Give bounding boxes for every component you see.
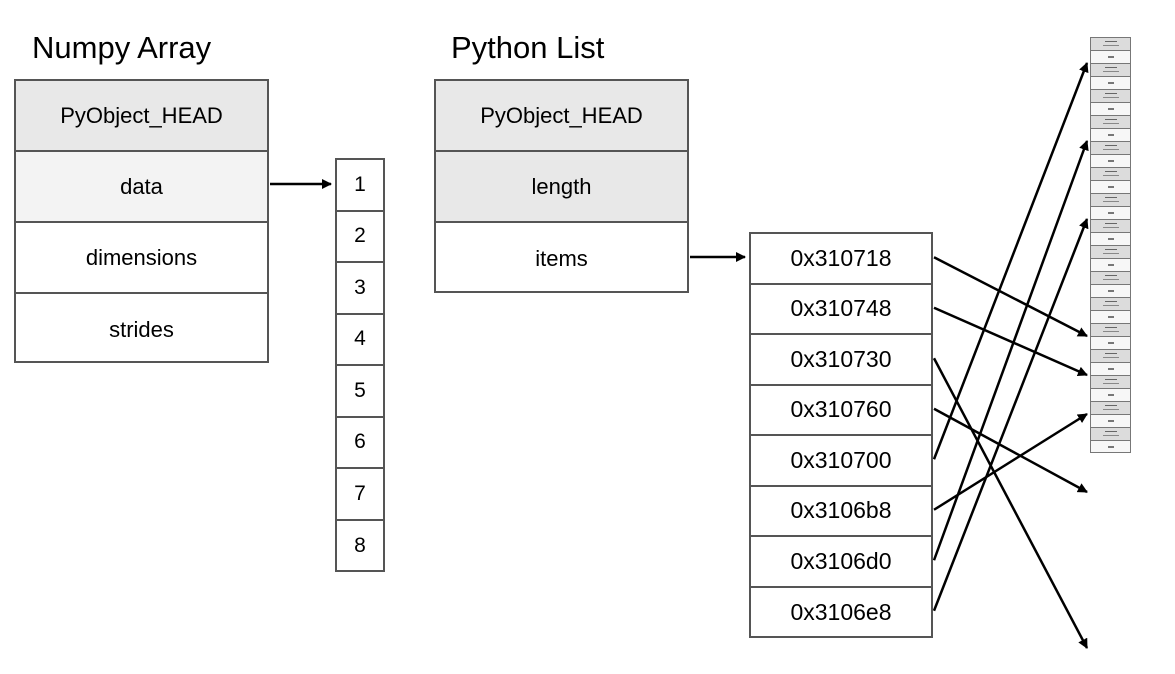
pyobject-head-block <box>1090 115 1131 128</box>
numpy-dimensions-field: dimensions <box>16 223 267 294</box>
pyobject-value-block <box>1090 232 1131 245</box>
address-pointer-arrow <box>932 140 1089 561</box>
numpy-data-buffer: 1 2 3 4 5 6 7 8 <box>335 158 385 572</box>
pyobject-head-block <box>1090 297 1131 310</box>
pyobject-head-block <box>1090 271 1131 284</box>
pyobject-head-block <box>1090 219 1131 232</box>
pyobject-head-block <box>1090 375 1131 388</box>
pyobject-value-block <box>1090 180 1131 193</box>
numpy-array-struct: PyObject_HEAD data dimensions strides <box>14 79 269 363</box>
python-list-title: Python List <box>451 30 605 65</box>
pyobject-head-block <box>1090 323 1131 336</box>
pylist-pyobject-head-field: PyObject_HEAD <box>436 81 687 152</box>
pyobject-head-block <box>1090 89 1131 102</box>
pyobject-head-block <box>1090 193 1131 206</box>
buffer-value: 4 <box>337 315 383 366</box>
buffer-value: 8 <box>354 534 366 558</box>
pyobject-value-block <box>1090 128 1131 141</box>
pyobject-value-block <box>1090 336 1131 349</box>
numpy-array-title: Numpy Array <box>32 30 212 65</box>
pointer-array: 0x310718 0x310748 0x310730 0x310760 0x31… <box>749 232 933 638</box>
pointer-address: 0x3106b8 <box>751 487 931 537</box>
pyobject-value-block <box>1090 154 1131 167</box>
pyobject-head-block <box>1090 141 1131 154</box>
buffer-value: 2 <box>337 212 383 263</box>
pointer-address: 0x310730 <box>751 335 931 386</box>
address-pointer-arrow <box>933 306 1088 377</box>
pyobject-value-block <box>1090 50 1131 63</box>
numpy-data-field: data <box>16 152 267 223</box>
buffer-value: 1 <box>337 160 383 212</box>
pyobject-value-block <box>1090 440 1131 453</box>
pyobject-value-block <box>1090 414 1131 427</box>
pyobject-value-block <box>1090 388 1131 401</box>
pyobject-value-block <box>1090 362 1131 375</box>
pyobject-value-block <box>1090 258 1131 271</box>
pointer-address: 0x310700 <box>751 436 931 487</box>
buffer-value: 7 <box>337 469 383 521</box>
pyobject-head-block <box>1090 427 1131 440</box>
address-pointer-arrow <box>932 357 1089 649</box>
buffer-value: 3 <box>337 263 383 315</box>
address-pointer-arrow <box>933 256 1088 338</box>
pyobject-head-block <box>1090 37 1131 50</box>
numpy-pyobject-head-field: PyObject_HEAD <box>16 81 267 152</box>
pointer-address: 0x3106e8 <box>790 599 892 626</box>
pyobject-head-block <box>1090 245 1131 258</box>
pyobject-value-block <box>1090 76 1131 89</box>
pyobject-head-block <box>1090 167 1131 180</box>
python-list-struct: PyObject_HEAD length items <box>434 79 689 293</box>
address-pointer-arrow <box>932 62 1089 460</box>
pyobject-head-block <box>1090 63 1131 76</box>
address-pointer-arrow <box>933 407 1088 494</box>
pyobject-value-block <box>1090 284 1131 297</box>
numpy-strides-field: strides <box>109 316 174 342</box>
pyobject-value-block <box>1090 206 1131 219</box>
pyobject-value-block <box>1090 102 1131 115</box>
pyobject-value-block <box>1090 310 1131 323</box>
pyobject-memory-stack <box>1090 37 1131 453</box>
buffer-value: 6 <box>337 418 383 469</box>
pylist-length-field: length <box>436 152 687 223</box>
pyobject-head-block <box>1090 401 1131 414</box>
pylist-items-field: items <box>535 245 588 271</box>
pointer-address: 0x3106d0 <box>751 537 931 588</box>
pyobject-head-block <box>1090 349 1131 362</box>
pointer-address: 0x310718 <box>751 234 931 285</box>
pointer-address: 0x310760 <box>751 386 931 436</box>
pointer-address: 0x310748 <box>751 285 931 335</box>
address-pointer-arrow <box>932 218 1089 612</box>
buffer-value: 5 <box>337 366 383 418</box>
